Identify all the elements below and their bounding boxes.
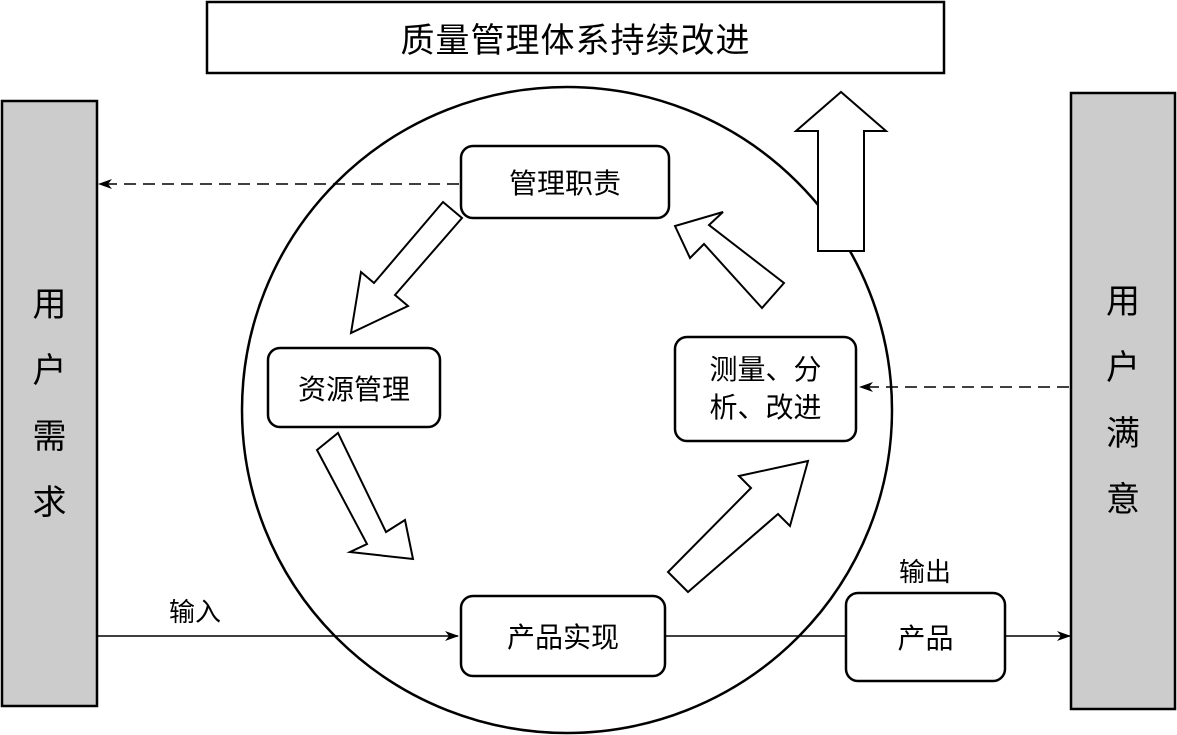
right-bar-user-satisfaction [1069, 91, 1177, 711]
label-management-responsibility: 管理职责 [508, 167, 621, 200]
cycle-arrow-realization-to-measurement [666, 459, 810, 594]
process-circle [240, 85, 894, 735]
cycle-arrow-measurement-to-management [673, 211, 786, 310]
label-output: 输出 [898, 557, 951, 588]
left-bar-label: 用 户 需 求 [2, 101, 97, 706]
right-bar-label: 用 户 满 意 [1071, 93, 1175, 709]
label-measurement-line1: 测量、分 [709, 353, 822, 386]
right-bar-char: 户 [1106, 348, 1140, 388]
label-resource-management: 资源管理 [297, 372, 410, 406]
box-management-responsibility [459, 144, 671, 220]
box-resource-management [266, 346, 442, 429]
label-measurement-analysis: 测量、分 析、改进 [675, 337, 856, 441]
left-bar-user-needs [0, 99, 99, 708]
diagram-title: 质量管理体系持续改进 [400, 21, 751, 61]
cycle-arrow-resource-to-realization [315, 431, 415, 561]
title-box [205, 0, 946, 75]
left-bar-char: 需 [32, 416, 67, 457]
cycle-arrow-management-to-resource [349, 200, 464, 335]
right-bar-char: 意 [1106, 480, 1140, 520]
label-product: 产品 [897, 622, 954, 655]
left-bar-char: 用 [32, 284, 67, 325]
left-bar-char: 求 [32, 482, 67, 523]
label-product-realization: 产品实现 [506, 621, 619, 654]
right-bar-char: 满 [1106, 414, 1140, 454]
box-product [844, 591, 1007, 683]
improvement-up-arrow [793, 90, 889, 252]
left-bar-char: 户 [32, 350, 67, 391]
box-measurement-analysis [673, 335, 858, 443]
label-measurement-line2: 析、改进 [709, 391, 822, 424]
label-input: 输入 [168, 597, 221, 628]
right-bar-char: 用 [1106, 282, 1140, 322]
